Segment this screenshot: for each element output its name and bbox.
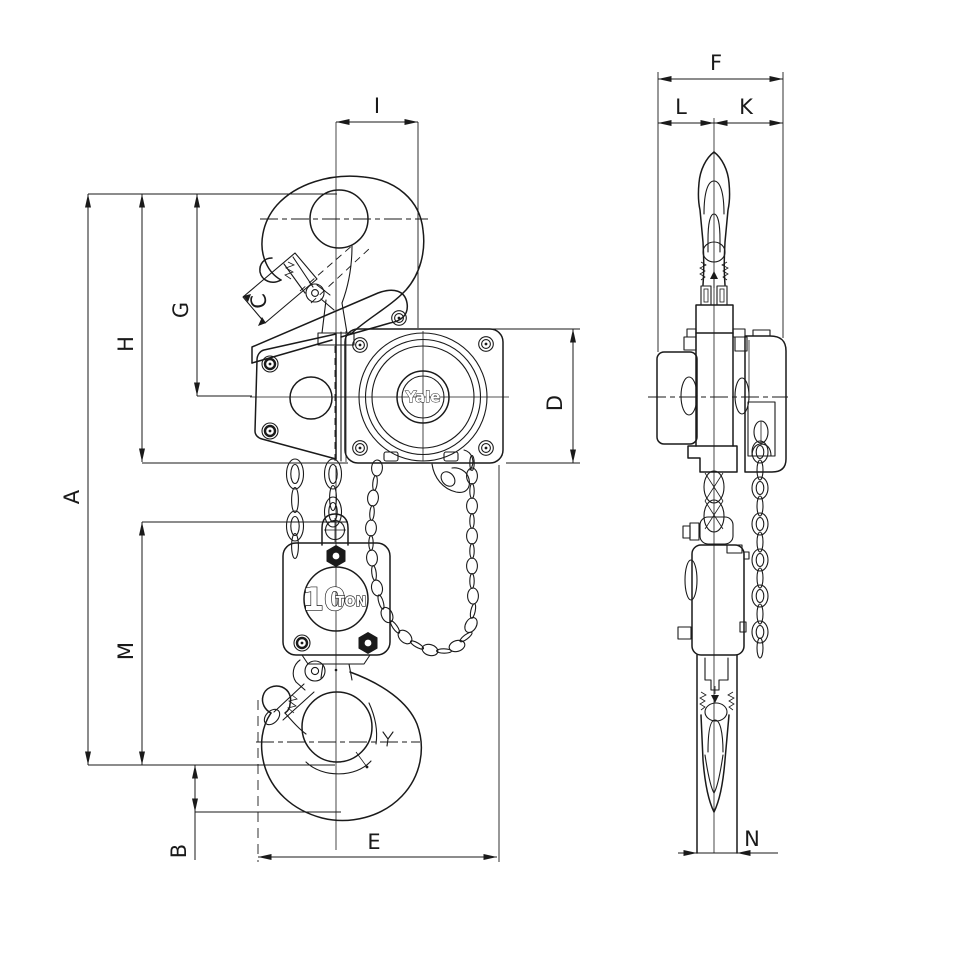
chain-guide [747,401,776,457]
side-body [656,304,787,473]
forge-mark [382,731,394,747]
side-view: F L K N [648,51,788,856]
dim-label-d: D [543,395,567,411]
dim-label-l: L [675,95,687,119]
dim-label-n: N [744,827,760,851]
top-hook-latch [242,252,318,324]
yale-logo: Yale [405,388,441,406]
capacity-value: 10 [302,582,345,618]
front-view: Yale [60,94,580,862]
side-dimensions: F L K N [657,51,784,856]
side-hand-chain [751,440,769,659]
bottom-hook [260,659,423,822]
suspension-yoke [251,289,409,364]
side-top-hook [697,151,731,306]
handwheel-cover [744,335,787,473]
side-load-chain [682,470,734,545]
capacity-unit: TON [336,595,367,610]
dim-label-f: F [710,51,722,75]
top-hook [242,175,425,346]
left-side-plate [254,333,337,460]
hub-ring [396,370,450,424]
dim-label-e: E [367,830,380,854]
side-plate-hole [289,376,333,420]
capacity-badge [303,566,369,632]
bottom-block: 10 TON [282,513,391,665]
dim-label-a: A [60,489,84,504]
dim-label-b: B [167,844,191,858]
dim-label-m: M [114,642,138,660]
dim-label-i: I [374,94,380,118]
front-dimensions: A H M G B [60,94,580,862]
dim-label-h: H [114,336,138,352]
dim-label-g: G [169,302,193,318]
dim-label-c: C [246,292,272,311]
dim-label-k: K [739,95,754,119]
gear-housing: Yale [254,328,504,493]
side-left-cover [656,351,698,445]
side-bottom-block [677,544,750,656]
side-bottom-hook [696,654,738,854]
hand-chain-loop [364,455,481,658]
